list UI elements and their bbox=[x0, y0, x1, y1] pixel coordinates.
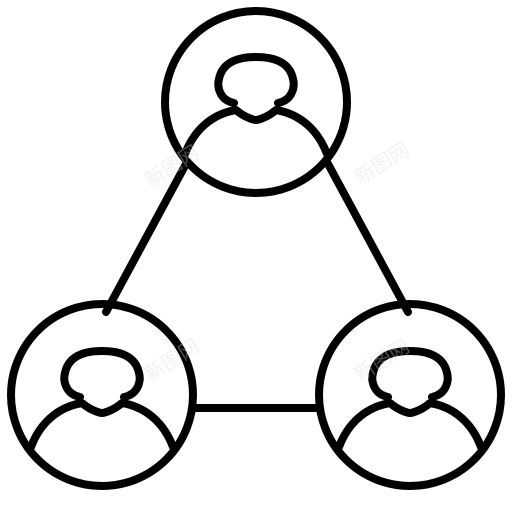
node-ring-right bbox=[315, 300, 505, 490]
person-node-right bbox=[315, 300, 505, 490]
node-ring-left bbox=[7, 300, 197, 490]
connector-top-right bbox=[323, 158, 412, 316]
watermark-text: 新图网 bbox=[350, 137, 414, 189]
person-head-right bbox=[368, 347, 452, 401]
person-head-top bbox=[214, 53, 298, 107]
person-body-right bbox=[335, 399, 485, 451]
person-node-top bbox=[161, 7, 351, 197]
connector-top-left bbox=[102, 158, 191, 316]
watermark-text: 新图网 bbox=[350, 334, 414, 386]
person-body-top bbox=[181, 106, 331, 158]
person-head-left bbox=[60, 347, 144, 401]
node-ring-top bbox=[161, 7, 351, 197]
person-body-left bbox=[27, 399, 177, 451]
person-node-left bbox=[7, 300, 197, 490]
